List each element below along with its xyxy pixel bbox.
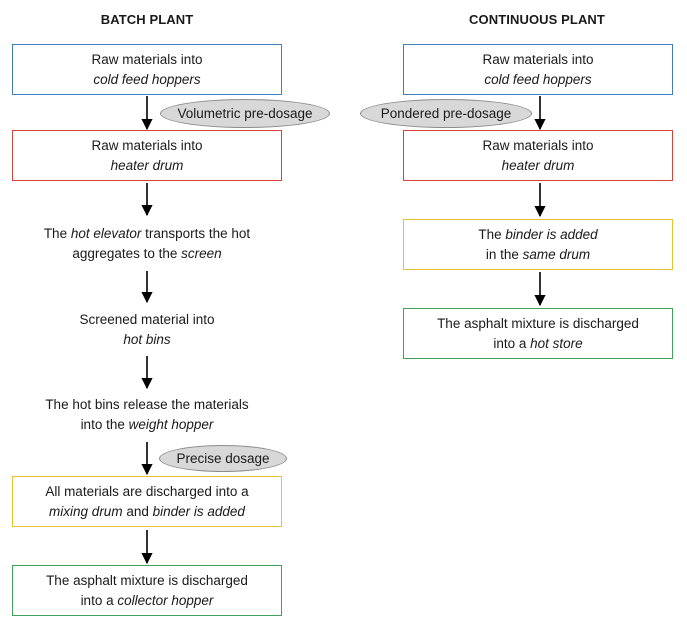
pondered-pre-dosage-note: Pondered pre-dosage: [360, 99, 532, 128]
volumetric-pre-dosage-note: Volumetric pre-dosage: [160, 99, 330, 128]
continuous-plant-title: CONTINUOUS PLANT: [469, 12, 605, 27]
batch-plant-title: BATCH PLANT: [100, 12, 194, 27]
precise-dosage-note: Precise dosage: [159, 445, 287, 472]
